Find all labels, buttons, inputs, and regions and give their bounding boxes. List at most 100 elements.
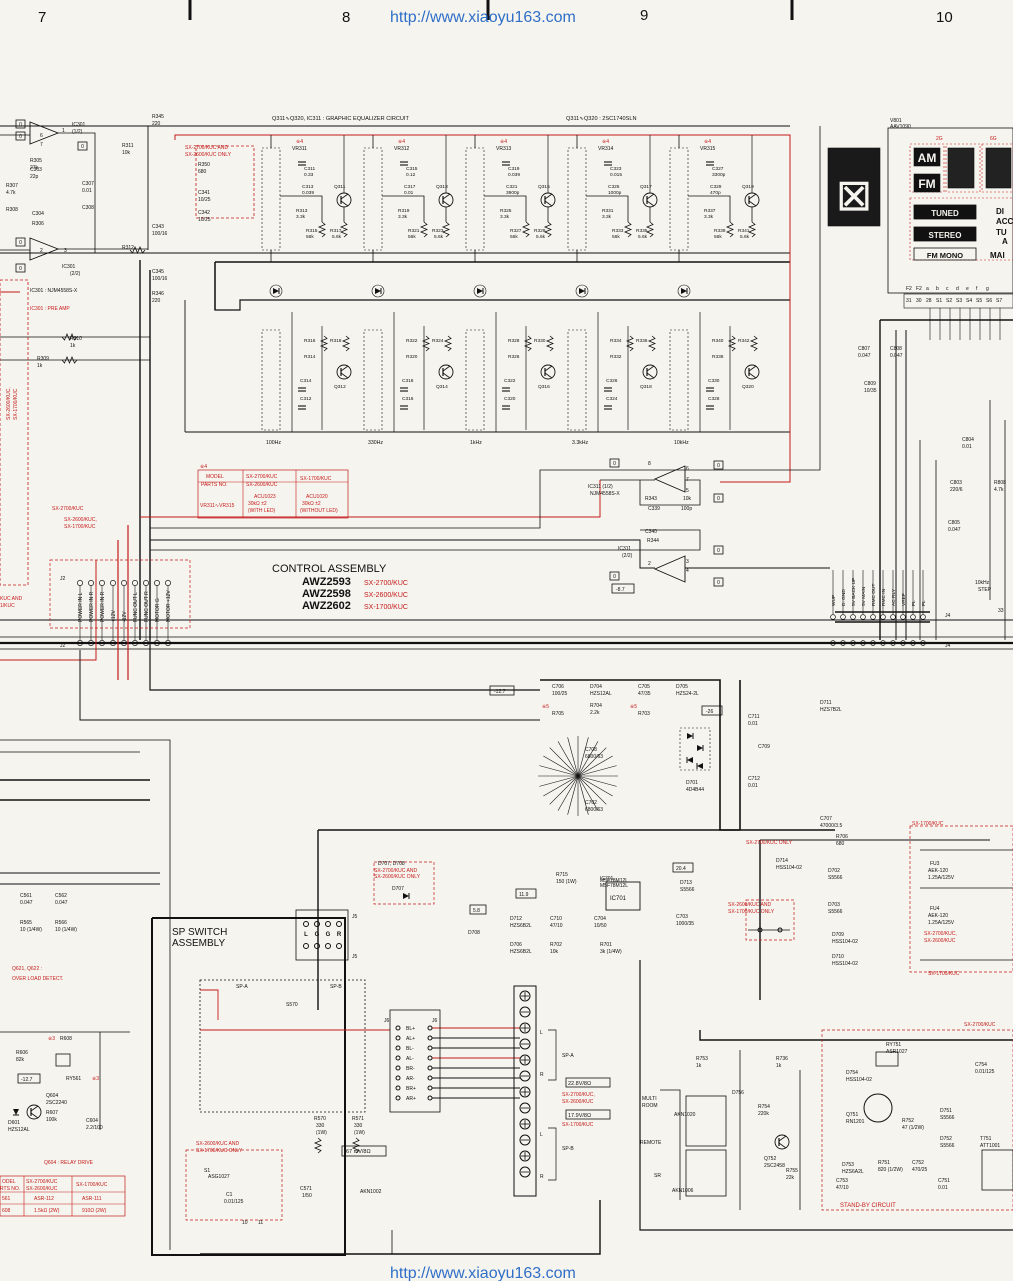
label: C307 [82,181,94,187]
wire [539,775,579,787]
segment-digit: ⊠ [836,171,873,220]
label: BL- [406,1046,414,1052]
transistor [778,1135,787,1142]
label: 6800/63 [585,754,603,760]
label: R754 [758,1104,770,1110]
box [887,127,1013,294]
label: R324 [432,338,444,344]
label: D706 [510,942,522,948]
pin [395,1055,401,1061]
control-variant-2: SX-2600/KUC [364,592,408,599]
label: C345 [152,269,164,275]
terminal [519,990,531,1002]
label: f [976,286,978,292]
diode [13,1109,19,1115]
wire [577,775,589,815]
label: Q752 [764,1156,776,1162]
label: S5566 [680,887,695,893]
label: C803 [950,480,962,486]
wire [140,480,601,518]
label: HZS12AL [590,691,612,697]
label: 0 [613,574,616,580]
pin [303,943,309,949]
label: -26 [706,709,713,715]
label: 0.01 [404,190,414,196]
wire [149,640,540,691]
label: SX-2700/KUC, [562,1092,595,1098]
label: SX-1700/KUC ONLY [196,1148,243,1154]
label: Q604 : RELAY DRIVE [44,1160,94,1166]
footer-url[interactable]: http://www.xiaoyu163.com [390,1265,576,1281]
label: 330Hz [368,440,383,446]
resistor [543,221,553,238]
label: 56k [714,234,722,240]
terminal [519,1166,531,1178]
label: R318 [330,338,342,344]
label: ※4 [500,139,507,145]
label: 0 [717,496,720,502]
label: S5566 [828,875,843,881]
label: AR+ [406,1096,416,1102]
label: TUNED [931,209,959,218]
pin [77,580,83,586]
transistor [540,192,556,208]
label: MULTI [642,1096,657,1102]
transistor [744,364,760,380]
box [611,583,635,594]
label: C754 [975,1062,987,1068]
label: 330 [354,1123,363,1129]
transistor [438,192,454,208]
label: F2 [916,286,922,292]
box [713,577,724,587]
label: HZS6B2L [510,923,532,929]
box [947,147,975,189]
label: ASR-111 [82,1196,102,1202]
box [261,147,281,251]
components [0,119,1013,1221]
label: SX-2600/KUC [924,938,956,944]
label: C708 [585,747,597,753]
wire [577,775,617,787]
column-7: 7 [38,9,46,26]
header-url[interactable]: http://www.xiaoyu163.com [390,9,576,26]
label: 47/10 [550,923,563,929]
pin [870,614,876,620]
diode [697,745,704,751]
label: D707, D708 [378,861,405,867]
label: 608 [2,1208,11,1214]
label: 3.3k [500,214,510,220]
label: 1.25A/125V [928,920,955,926]
resistor [625,335,635,352]
label: R703 [638,711,650,717]
label: (1W) [316,1130,327,1136]
pin [395,1065,401,1071]
label: C326 [606,378,618,384]
pin [920,614,926,620]
label: 2 [648,561,651,567]
transistor [30,1105,39,1112]
label: C752 [912,1160,924,1166]
box [55,1053,71,1067]
label: C704 [594,916,606,922]
label: 100k [46,1117,57,1123]
label: BR- [406,1066,415,1072]
label: C308 [82,205,94,211]
pin [395,1085,401,1091]
wire [660,1089,681,1200]
label: 17.9V/8Ω [568,1113,591,1119]
box [903,293,1013,309]
label: J6 [432,1018,438,1024]
label: 5.6k [638,234,648,240]
label: KUC AND [0,596,23,602]
standby-title: STAND-BY CIRCUIT [840,1203,896,1209]
label: ※4 [398,139,405,145]
label: 100p [681,506,692,512]
label: 6 [686,466,689,472]
pin [395,1035,401,1041]
label: C343 [152,224,164,230]
pin [165,580,171,586]
label: (2/2) [70,271,81,277]
label: ASG1027 [208,1174,230,1180]
box [669,329,689,431]
resistor [317,221,327,238]
